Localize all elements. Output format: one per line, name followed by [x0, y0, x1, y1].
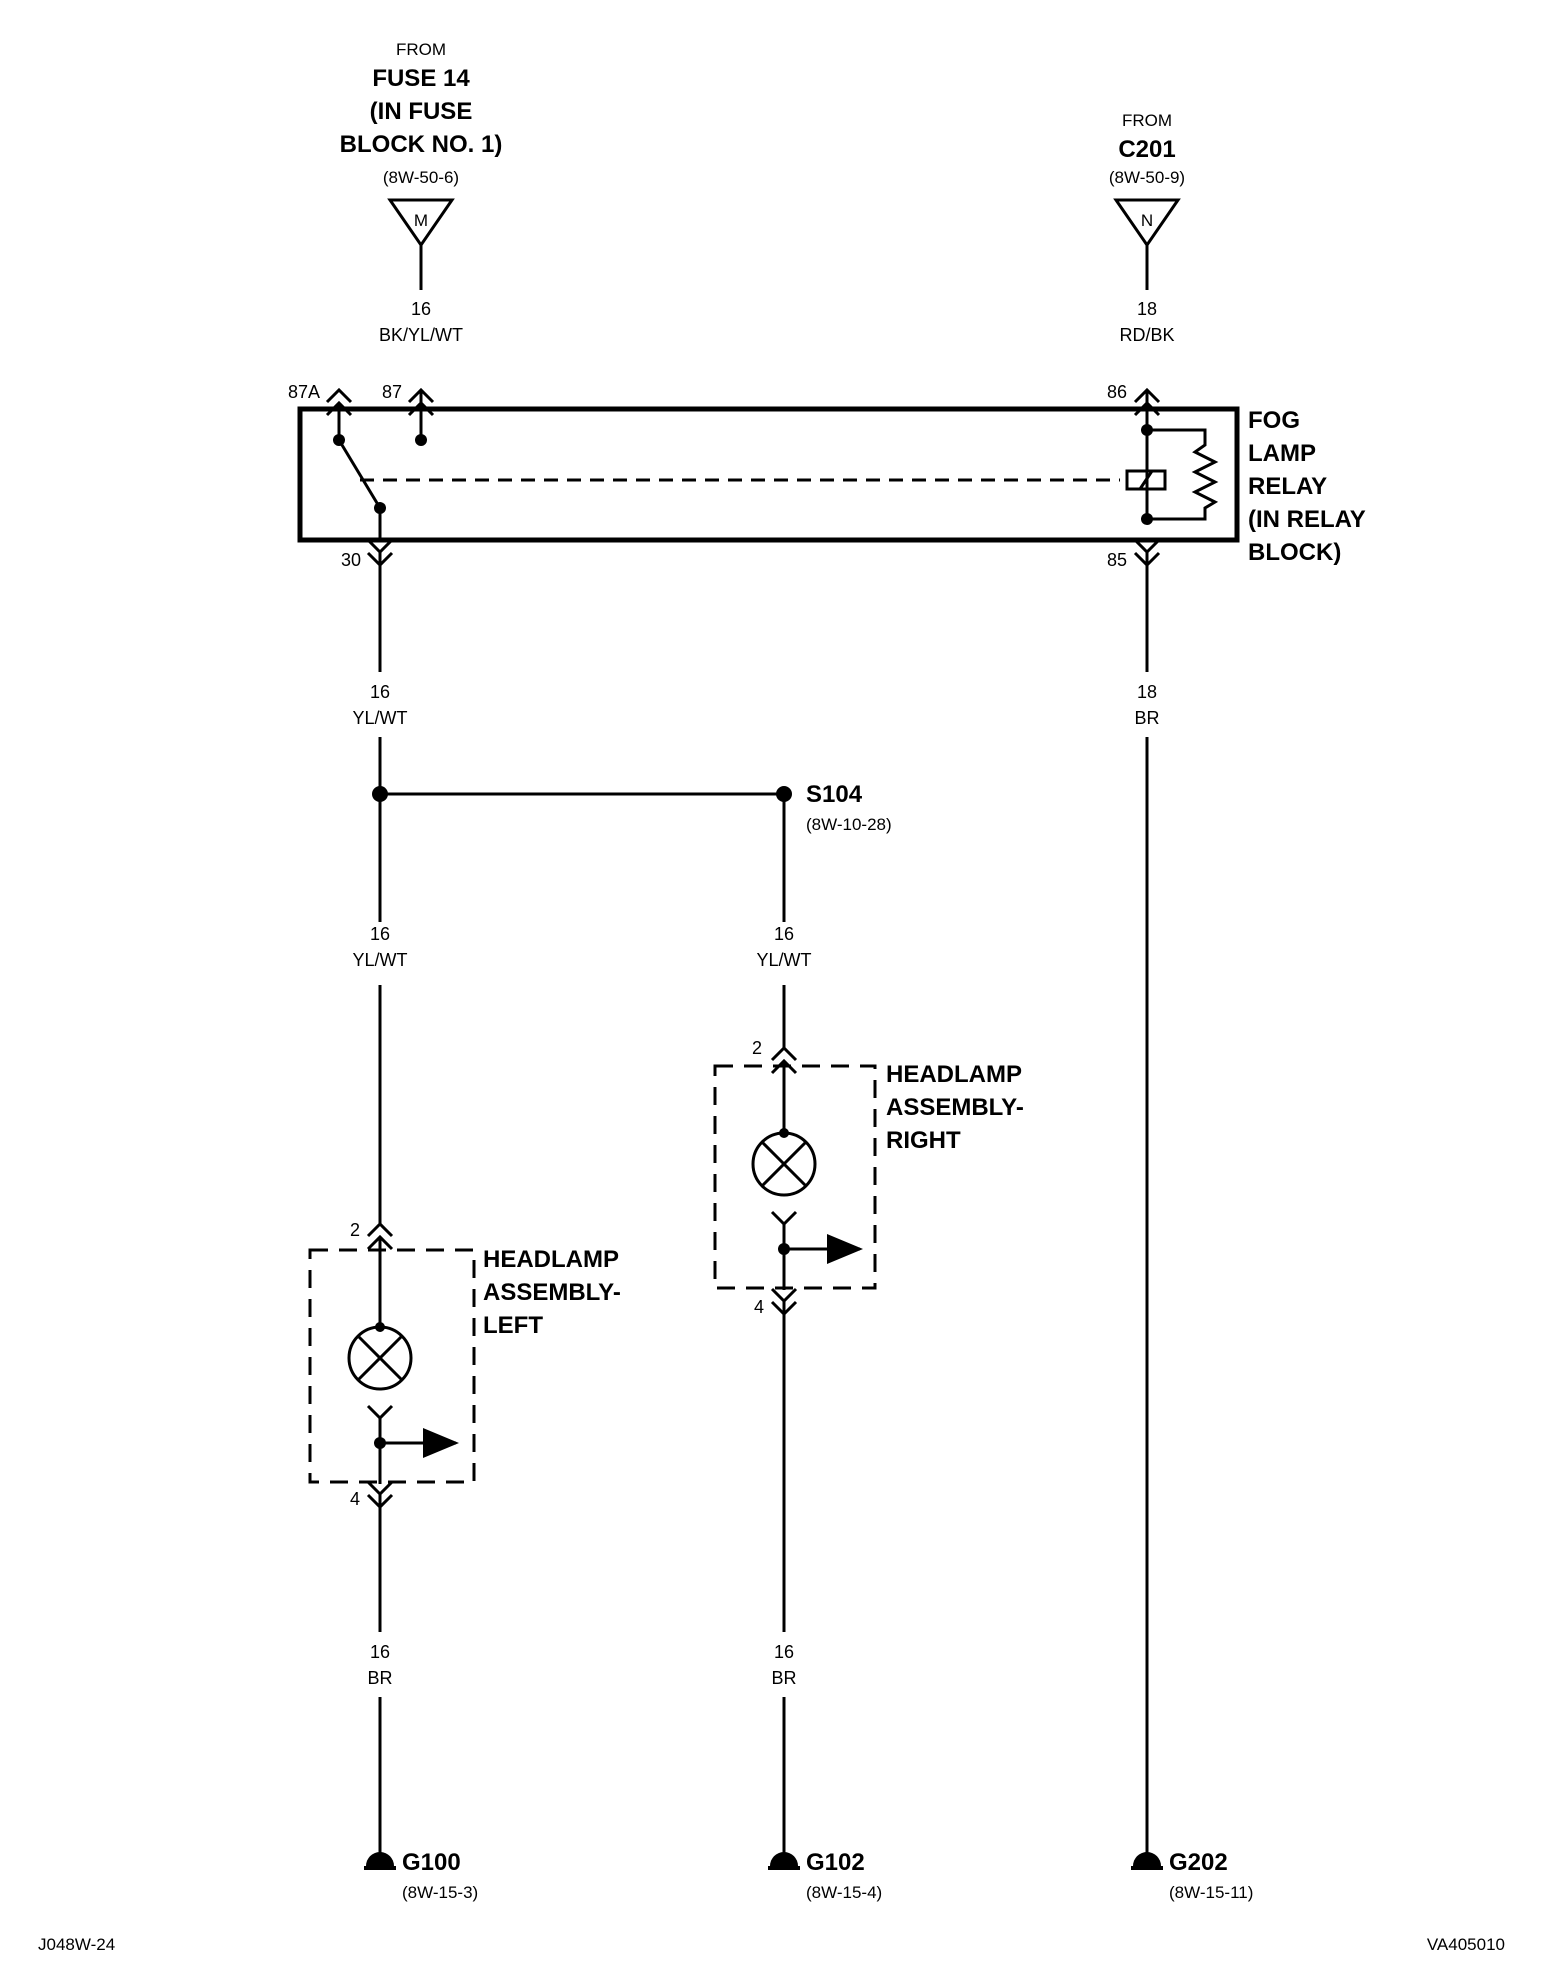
relay-ground-color: BR [1134, 708, 1159, 728]
left-pin-2-chevron [366, 1221, 394, 1238]
left-feed-gauge: 16 [370, 924, 390, 944]
right-pin-2-label: 2 [752, 1038, 762, 1058]
pin-87-label: 87 [382, 382, 402, 402]
left-lamp-node-bottom [374, 1437, 386, 1449]
pin-87a-label: 87A [288, 382, 320, 402]
c201-ref: (8W-50-9) [1109, 168, 1185, 187]
relay-title-line-5: BLOCK) [1248, 539, 1341, 566]
pin-87-chevron [407, 387, 435, 404]
ground-g102-name: G102 [806, 1849, 865, 1876]
fog-lamp-relay-box [297, 406, 1240, 543]
left-lamp-out-chevron [366, 1404, 394, 1421]
headlamp-left-box [308, 1248, 476, 1484]
relay-coil-dot-bottom [1141, 513, 1153, 525]
headlamp-right-box [713, 1064, 877, 1290]
headlamp-left-line-2: ASSEMBLY- [483, 1279, 621, 1306]
connector-n-label: N [1141, 211, 1153, 230]
relay-switch-blade [337, 439, 382, 509]
relay-87a-contact-dot [333, 434, 345, 446]
right-lamp-node-top [779, 1128, 789, 1138]
relay-out-gauge: 16 [370, 682, 390, 702]
ground-g102-symbol [770, 1852, 798, 1866]
right-pin-4-chevron [770, 1287, 798, 1304]
ground-g102-ref: (8W-15-4) [806, 1883, 882, 1902]
fuse-ref: (8W-50-6) [383, 168, 459, 187]
relay-out-color: YL/WT [352, 708, 407, 728]
ground-g100-ref: (8W-15-3) [402, 1883, 478, 1902]
pin-86-label: 86 [1107, 382, 1127, 402]
right-pin-4-label: 4 [754, 1297, 764, 1317]
headlamp-right-line-1: HEADLAMP [886, 1061, 1022, 1088]
ground-g202-name: G202 [1169, 1849, 1228, 1876]
headlamp-right-line-3: RIGHT [886, 1127, 961, 1154]
right-feed-gauge: 16 [774, 924, 794, 944]
fuse-title-line-1: FUSE 14 [372, 65, 470, 92]
pin-86-chevron [1133, 387, 1161, 404]
splice-ref: (8W-10-28) [806, 815, 892, 834]
right-feed-color: YL/WT [756, 950, 811, 970]
pin-85-label: 85 [1107, 550, 1127, 570]
left-lamp-node-top [375, 1322, 385, 1332]
headlamp-right-line-2: ASSEMBLY- [886, 1094, 1024, 1121]
right-lamp-out-chevron [770, 1210, 798, 1227]
relay-title-line-4: (IN RELAY [1248, 506, 1366, 533]
splice-name: S104 [806, 781, 863, 808]
splice-s104-dot [776, 786, 792, 802]
fuse-feed-gauge: 16 [411, 299, 431, 319]
fuse-title-line-3: BLOCK NO. 1) [340, 131, 503, 158]
headlamp-left-line-3: LEFT [483, 1312, 543, 1339]
fuse-feed-color: BK/YL/WT [379, 325, 463, 345]
left-pin-4-label: 4 [350, 1489, 360, 1509]
right-pin-2-chevron [770, 1045, 798, 1062]
connector-m-label: M [414, 211, 428, 230]
relay-title-line-1: FOG [1248, 407, 1300, 434]
left-lamp-x2 [356, 1334, 404, 1382]
ground-g100-symbol [366, 1852, 394, 1866]
ground-g100-name: G100 [402, 1849, 461, 1876]
ground-g202-ref: (8W-15-11) [1169, 1883, 1253, 1902]
right-lamp-x2 [760, 1140, 808, 1188]
relay-87-contact-dot [415, 434, 427, 446]
relay-coil-slash [1138, 470, 1154, 490]
connector-n-triangle [1113, 198, 1181, 248]
ground-g202-symbol [1133, 1852, 1161, 1866]
fuse-from-label: FROM [396, 40, 446, 59]
left-pin-2-label: 2 [350, 1220, 360, 1240]
pin-87a-chevron [325, 387, 353, 404]
pin-30-label: 30 [341, 550, 361, 570]
footer-right-code: VA405010 [1427, 1935, 1505, 1954]
left-feed-color: YL/WT [352, 950, 407, 970]
fuse-title-line-2: (IN FUSE [370, 98, 473, 125]
splice-junction-dot [372, 786, 388, 802]
relay-title-line-3: RELAY [1248, 473, 1327, 500]
relay-coil-dot-top [1141, 424, 1153, 436]
relay-ground-gauge: 18 [1137, 682, 1157, 702]
c201-from-label: FROM [1122, 111, 1172, 130]
c201-title: C201 [1118, 136, 1175, 163]
relay-coil [1125, 469, 1167, 491]
headlamp-left-line-1: HEADLAMP [483, 1246, 619, 1273]
right-lamp-node-bottom [778, 1243, 790, 1255]
right-ground-color: BR [771, 1668, 796, 1688]
connector-m-triangle [387, 198, 455, 248]
c201-feed-gauge: 18 [1137, 299, 1157, 319]
left-ground-gauge: 16 [370, 1642, 390, 1662]
footer-left-code: J048W-24 [38, 1935, 115, 1954]
relay-common-contact-dot [374, 502, 386, 514]
relay-title-line-2: LAMP [1248, 440, 1316, 467]
relay-resistor [1147, 428, 1219, 521]
left-ground-color: BR [367, 1668, 392, 1688]
right-ground-gauge: 16 [774, 1642, 794, 1662]
c201-feed-color: RD/BK [1119, 325, 1174, 345]
